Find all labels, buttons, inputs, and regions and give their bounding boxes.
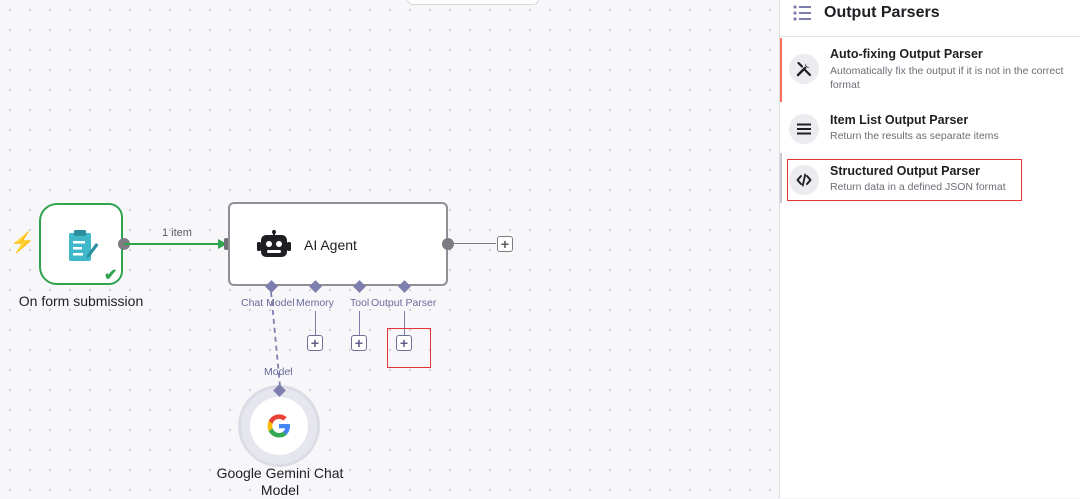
chat-model-label: Chat Model	[241, 297, 295, 309]
tools-icon	[796, 61, 812, 77]
connection-item-count: 1 item	[162, 227, 192, 239]
item-name: Auto-fixing Output Parser	[830, 47, 983, 61]
panel-item-auto-fixing-parser[interactable]: Auto-fixing Output Parser Automatically …	[780, 38, 1080, 102]
agent-output-stub	[454, 243, 496, 244]
highlight-box-structured-parser	[787, 159, 1022, 201]
agent-output-handle[interactable]	[442, 238, 454, 250]
output-parser-label: Output Parser	[371, 297, 437, 309]
add-node-after-agent-button[interactable]: +	[497, 236, 513, 252]
gemini-chat-model-node[interactable]	[238, 385, 320, 467]
trigger-bolt-icon: ⚡	[10, 232, 35, 254]
item-icon-circle	[789, 165, 819, 195]
main-connection[interactable]	[124, 236, 232, 252]
workflow-canvas[interactable]: ⚡ ✔ On form submission 1 item	[0, 0, 779, 498]
panel-item-structured-parser[interactable]: Structured Output Parser Return data in …	[780, 155, 1080, 201]
gemini-label-line1: Google Gemini Chat	[216, 465, 344, 481]
add-memory-button[interactable]: +	[307, 335, 323, 351]
list-icon	[793, 5, 811, 21]
model-connector-label: Model	[264, 366, 293, 378]
google-g-icon	[267, 414, 290, 438]
robot-icon	[257, 230, 291, 257]
gemini-label-line2: Model	[260, 482, 300, 498]
tool-stub	[359, 311, 360, 335]
item-name: Item List Output Parser	[830, 113, 969, 127]
panel-title: Output Parsers	[824, 4, 940, 21]
item-name: Structured Output Parser	[830, 164, 981, 178]
ai-agent-node[interactable]: AI Agent	[228, 202, 448, 286]
item-description: Return the results as separate items	[830, 130, 999, 142]
code-icon	[796, 173, 812, 187]
hover-item-indicator	[780, 153, 782, 203]
item-icon-circle	[789, 54, 819, 84]
gemini-node-label: Google Gemini Chat Model	[200, 465, 360, 499]
node-creator-panel: Output Parsers Auto-fixing Output Parser…	[779, 0, 1080, 498]
form-icon	[69, 230, 99, 261]
add-output-parser-button[interactable]: +	[396, 335, 412, 351]
canvas-top-tab[interactable]	[407, 0, 539, 5]
model-connection[interactable]	[265, 290, 289, 390]
success-check-icon: ✔	[104, 267, 118, 284]
panel-header: Output Parsers	[780, 0, 1080, 37]
form-trigger-node[interactable]: ✔	[39, 203, 123, 285]
tool-label: Tool	[350, 297, 370, 309]
add-tool-button[interactable]: +	[351, 335, 367, 351]
panel-item-item-list-parser[interactable]: Item List Output Parser Return the resul…	[780, 104, 1080, 152]
memory-label: Memory	[296, 297, 334, 309]
memory-stub	[315, 311, 316, 335]
output-parser-stub	[404, 311, 405, 335]
item-icon-circle	[789, 114, 819, 144]
highlight-box-add-output-parser	[387, 328, 431, 368]
item-description: Automatically fix the output if it is no…	[830, 65, 1064, 91]
item-description: Return data in a defined JSON format	[830, 181, 1006, 193]
form-trigger-label: On form submission	[18, 293, 144, 309]
list-lines-icon	[797, 123, 811, 135]
active-item-indicator	[780, 38, 782, 102]
ai-agent-title: AI Agent	[304, 237, 357, 253]
